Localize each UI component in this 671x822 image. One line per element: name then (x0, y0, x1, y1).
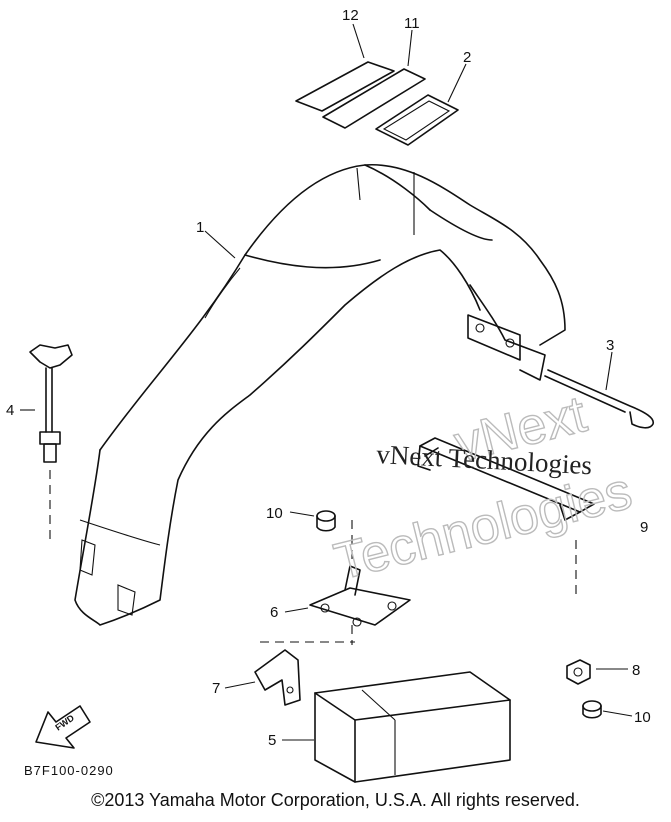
callout-8: 8 (632, 662, 640, 679)
callout-11: 11 (404, 15, 420, 32)
callout-10: 10 (266, 505, 283, 522)
copyright-notice: ©2013 Yamaha Motor Corporation, U.S.A. A… (91, 790, 580, 810)
rod (544, 369, 654, 429)
callout-labels: 12 11 2 1 3 4 5 6 7 8 9 10 10 (6, 7, 651, 749)
watermark-line3: Technologies (329, 462, 638, 592)
decal-12 (295, 61, 395, 112)
battery (314, 671, 511, 783)
callout-12: 12 (342, 7, 359, 24)
cap-lower (582, 700, 602, 719)
bracket-small (254, 641, 355, 706)
bolt (29, 344, 73, 540)
callout-2: 2 (463, 49, 471, 66)
fender (74, 164, 566, 626)
decal-2 (375, 94, 459, 146)
bracket (309, 520, 411, 645)
callout-4: 4 (6, 402, 14, 419)
decal-11 (322, 68, 426, 129)
callout-5: 5 (268, 732, 276, 749)
leader-lines (20, 23, 633, 741)
diagram-code: B7F100-0290 (24, 763, 114, 778)
watermark: vNext Technologies vNext Technologies (328, 384, 638, 592)
callout-3: 3 (606, 337, 614, 354)
cap (316, 510, 336, 532)
fwd-label: FWD (53, 712, 76, 732)
callout-7: 7 (212, 680, 220, 697)
strap (417, 437, 595, 600)
callout-10-lower: 10 (634, 709, 651, 726)
forward-arrow-icon: FWD (35, 705, 91, 749)
callout-6: 6 (270, 604, 278, 621)
fitting (566, 659, 591, 685)
callout-1: 1 (196, 219, 204, 236)
callout-9: 9 (640, 519, 648, 536)
